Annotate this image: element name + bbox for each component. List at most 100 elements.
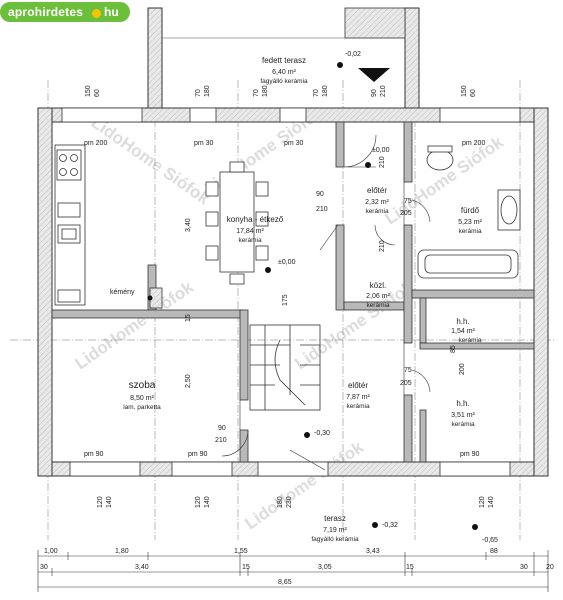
svg-text:70: 70 [253, 89, 260, 97]
svg-text:-0,65: -0,65 [482, 537, 498, 544]
windows [61, 107, 521, 477]
misc-labels: kémény ±0,00 -0,30 -0,65 [110, 147, 498, 544]
svg-text:fedett terasz: fedett terasz [262, 56, 306, 65]
svg-text:kerámia: kerámia [365, 208, 389, 215]
svg-text:180: 180 [262, 85, 269, 97]
room-kozl: közl. 2,06 m² kerámia [366, 281, 390, 309]
svg-text:-0,30: -0,30 [314, 430, 330, 437]
logo-text: aprohirdetes [8, 5, 84, 19]
room-fedett-terasz: fedett terasz 6,40 m² fagyálló kerámia -… [260, 51, 361, 85]
room-konyha: konyha - étkező 17,84 m² kerámia ±0,00 [227, 215, 296, 266]
svg-text:205: 205 [400, 380, 412, 387]
svg-text:-0,02: -0,02 [345, 51, 361, 58]
chimney-marker-icon [147, 295, 153, 301]
svg-text:140: 140 [204, 496, 211, 508]
svg-text:30: 30 [520, 564, 528, 571]
level-markers [147, 62, 478, 530]
svg-text:h.h.: h.h. [456, 317, 469, 326]
svg-text:120: 120 [479, 496, 486, 508]
logo-dot-icon [92, 9, 101, 18]
svg-text:205: 205 [400, 210, 412, 217]
svg-text:180: 180 [322, 85, 329, 97]
svg-text:175: 175 [282, 294, 289, 306]
svg-text:3,51 m²: 3,51 m² [451, 412, 475, 419]
svg-text:15: 15 [406, 564, 414, 571]
room-eloter-top: előtér 2,32 m² kerámia [365, 186, 389, 215]
svg-text:2,32 m²: 2,32 m² [365, 199, 389, 206]
top-dimension-ticks: 150 60 70 180 70 180 70 180 90 210 150 6… [85, 85, 477, 97]
svg-text:előtér: előtér [348, 381, 368, 390]
svg-text:88: 88 [490, 548, 498, 555]
staircase [249, 324, 321, 411]
svg-text:150: 150 [85, 85, 92, 97]
bottom-dimension-ticks: 120 140 120 140 180 230 120 140 [97, 496, 495, 508]
bathroom-fixtures [417, 145, 521, 279]
interior-dimensions: 90 210 75 205 75 205 85 200 90 210 175 2… [185, 156, 466, 444]
svg-text:70: 70 [313, 89, 320, 97]
svg-text:fagyálló kerámia: fagyálló kerámia [311, 536, 359, 543]
svg-text:kerámia: kerámia [238, 237, 262, 244]
svg-text:230: 230 [286, 496, 293, 508]
svg-text:7,19 m²: 7,19 m² [323, 527, 347, 534]
svg-text:±0,00: ±0,00 [372, 147, 390, 154]
svg-text:75: 75 [404, 367, 412, 374]
svg-text:kémény: kémény [110, 289, 135, 296]
svg-text:75: 75 [404, 198, 412, 205]
svg-text:60: 60 [94, 89, 101, 97]
svg-text:pm 90: pm 90 [84, 451, 104, 458]
svg-text:2,06 m²: 2,06 m² [366, 293, 390, 300]
svg-text:60: 60 [470, 89, 477, 97]
kitchen-counter [54, 144, 86, 306]
entrance-arrow-icon [358, 68, 390, 82]
svg-text:85: 85 [450, 345, 457, 353]
svg-text:kerámia: kerámia [458, 228, 482, 235]
inner-walls [51, 121, 535, 463]
svg-text:terasz: terasz [324, 514, 346, 523]
svg-text:20: 20 [546, 564, 554, 571]
room-hh2: h.h. 3,51 m² kerámia [451, 399, 475, 428]
svg-text:210: 210 [380, 85, 387, 97]
svg-text:150: 150 [461, 85, 468, 97]
svg-text:15: 15 [242, 564, 250, 571]
svg-text:15: 15 [185, 314, 192, 322]
svg-text:140: 140 [488, 496, 495, 508]
svg-text:közl.: közl. [370, 281, 386, 290]
svg-text:pm 30: pm 30 [194, 140, 214, 147]
svg-text:kerámia: kerámia [366, 302, 390, 309]
level-marker-icon [337, 62, 343, 68]
svg-text:±0,00: ±0,00 [278, 259, 296, 266]
svg-text:3,40: 3,40 [185, 218, 192, 232]
svg-text:210: 210 [379, 240, 386, 252]
svg-text:LidoHome Siófok: LidoHome Siófok [88, 113, 214, 209]
site-logo[interactable]: aprohirdetes hu [0, 2, 130, 22]
svg-text:120: 120 [97, 496, 104, 508]
svg-text:8,65: 8,65 [278, 579, 292, 586]
level-marker-icon [265, 267, 271, 273]
svg-text:5,23 m²: 5,23 m² [458, 219, 482, 226]
svg-text:90: 90 [371, 89, 378, 97]
svg-text:2,50: 2,50 [185, 374, 192, 388]
svg-text:8,50 m²: 8,50 m² [130, 395, 154, 402]
room-eloter-mid: előtér 7,87 m² kerámia [346, 381, 370, 410]
svg-text:1,54 m²: 1,54 m² [451, 328, 475, 335]
window-labels: pm 200 pm 30 pm 30 pm 200 pm 90 pm 90 pm… [84, 140, 485, 458]
svg-text:90: 90 [218, 425, 226, 432]
level-marker-icon [304, 432, 310, 438]
svg-text:1,55: 1,55 [234, 548, 248, 555]
logo-tld: hu [104, 5, 119, 19]
svg-text:3,40: 3,40 [135, 564, 149, 571]
svg-text:7,87 m²: 7,87 m² [346, 394, 370, 401]
svg-text:120: 120 [195, 496, 202, 508]
svg-text:90: 90 [316, 191, 324, 198]
svg-text:pm 200: pm 200 [84, 140, 107, 147]
svg-text:kerámia: kerámia [458, 337, 482, 344]
svg-text:210: 210 [316, 206, 328, 213]
svg-text:1,00: 1,00 [44, 548, 58, 555]
room-furdo: fürdő 5,23 m² kerámia [458, 206, 482, 235]
room-szoba: szoba 8,50 m² lam. parketta [123, 380, 161, 411]
svg-text:pm 30: pm 30 [284, 140, 304, 147]
svg-text:pm 90: pm 90 [188, 451, 208, 458]
room-labels: fedett terasz 6,40 m² fagyálló kerámia -… [123, 51, 482, 543]
room-hh1: h.h. 1,54 m² kerámia [451, 317, 482, 344]
svg-text:lam. parketta: lam. parketta [123, 404, 161, 411]
